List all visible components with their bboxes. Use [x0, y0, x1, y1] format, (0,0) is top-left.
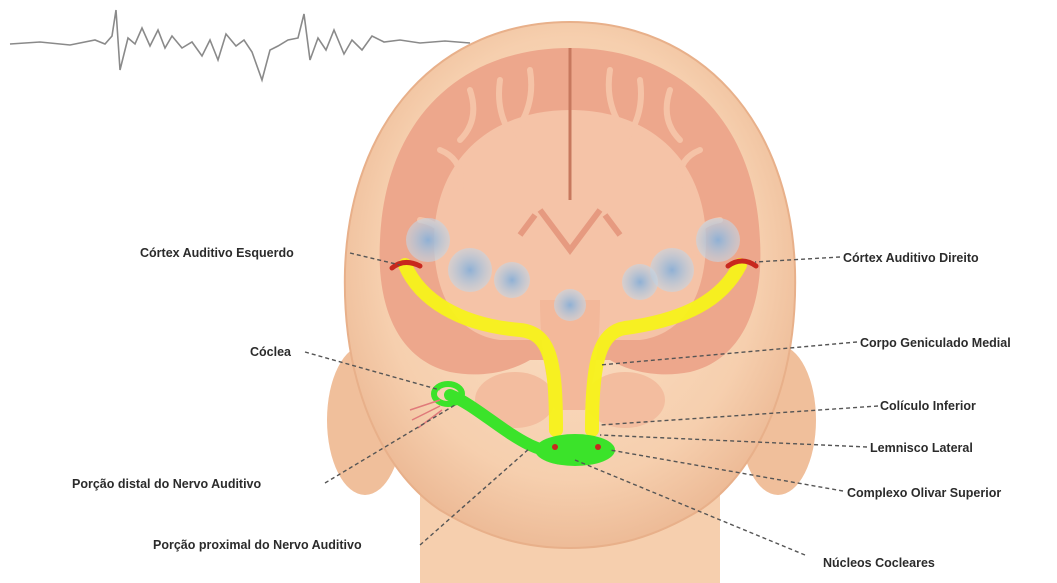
label-inferior-colliculus: Colículo Inferior [880, 399, 976, 413]
thalamus-left [448, 248, 492, 292]
label-medial-geniculate: Corpo Geniculado Medial [860, 336, 1011, 350]
label-proximal-nerve: Porção proximal do Nervo Auditivo [153, 538, 362, 552]
label-distal-nerve: Porção distal do Nervo Auditivo [72, 477, 262, 491]
cochlear-nuclei-blob [535, 434, 615, 466]
insula-right [696, 218, 740, 262]
label-lateral-lemniscus: Lemnisco Lateral [870, 441, 973, 455]
label-cortex-right: Córtex Auditivo Direito [843, 251, 979, 265]
olive-dot-2 [595, 444, 601, 450]
label-cochlea: Cóclea [250, 345, 292, 359]
insula-left [406, 218, 450, 262]
waveform-trace [10, 10, 470, 80]
center-nucleus [554, 289, 586, 321]
olive-dot [552, 444, 558, 450]
label-cochlear-nuclei: Núcleos Cocleares [823, 556, 935, 570]
label-cortex-left: Córtex Auditivo Esquerdo [140, 246, 294, 260]
label-superior-olivary: Complexo Olivar Superior [847, 486, 1001, 500]
basal-left [494, 262, 530, 298]
basal-right [622, 264, 658, 300]
